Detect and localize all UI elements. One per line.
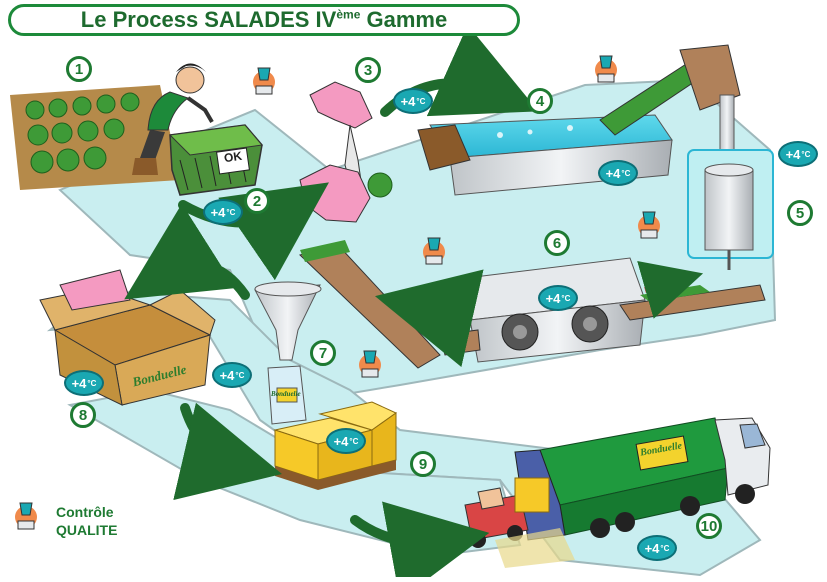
step-number-2: 2 [244,188,270,214]
temperature-badge-icon: +4°C [326,428,366,454]
quality-control-legend: Contrôle QUALITE [56,503,117,539]
title-text: Le Process SALADES IVème Gamme [81,7,447,33]
bag-brand-label: Bonduelle [271,390,301,398]
temperature-value: +4 [210,204,226,220]
packing-box [39,269,216,406]
step-number-6: 6 [544,230,570,256]
step-number-5: 5 [787,200,813,226]
flow-arrow-icon [374,269,484,368]
quality-control-icon [595,55,617,83]
title-main: Le Process SALADES IV [80,7,337,32]
temperature-badge-icon: +4°C [598,160,638,186]
step-number-1: 1 [66,56,92,82]
step-number-10: 10 [696,513,722,539]
quality-control-icon [423,237,445,265]
diagram-title: Le Process SALADES IVème Gamme [8,4,520,36]
temperature-value: +4 [785,146,801,162]
crate-ok-label: OK [223,148,243,166]
step-number-4: 4 [527,88,553,114]
temperature-unit: °C [660,543,670,553]
temperature-unit: °C [235,370,245,380]
temperature-value: +4 [400,93,416,109]
quality-control-icon [253,67,275,95]
flow-arrow-icon [350,501,490,582]
temperature-badge-icon: +4°C [203,199,243,225]
temperature-value: +4 [71,375,87,391]
legend-line-1: Contrôle [56,504,114,520]
temperature-badge-icon: +4°C [64,370,104,396]
quality-control-legend-icon [15,502,37,530]
quality-control-icon [359,350,381,378]
legend-line-2: QUALITE [56,522,118,538]
title-superscript: ème [336,7,361,22]
flow-arrow-icon [124,203,250,300]
trimming-gloves [299,81,393,223]
temperature-badge-icon: +4°C [637,535,677,561]
temperature-value: +4 [605,165,621,181]
temperature-value: +4 [219,367,235,383]
temperature-value: +4 [545,290,561,306]
temperature-badge-icon: +4°C [538,285,578,311]
flow-arrow-icon [173,402,282,501]
flow-arrows [124,24,539,582]
farmer-figure [132,63,214,175]
temperature-unit: °C [621,168,631,178]
step-number-3: 3 [355,57,381,83]
temperature-value: +4 [333,433,349,449]
temperature-badge-icon: +4°C [778,141,818,167]
temperature-unit: °C [416,96,426,106]
quality-control-icons [15,55,660,530]
temperature-unit: °C [801,149,811,159]
quality-control-icon [638,211,660,239]
forklift [464,477,575,568]
temperature-unit: °C [349,436,359,446]
step-number-9: 9 [410,451,436,477]
temperature-badge-icon: +4°C [393,88,433,114]
temperature-badge-icon: +4°C [212,362,252,388]
temperature-unit: °C [87,378,97,388]
temperature-unit: °C [226,207,236,217]
elevator-conveyor [599,44,741,156]
temperature-value: +4 [644,540,660,556]
temperature-unit: °C [561,293,571,303]
salad-crate [168,124,263,196]
step-number-7: 7 [310,340,336,366]
spin-dryer [687,149,774,270]
product-direction-icon [637,261,704,319]
step-number-8: 8 [70,402,96,428]
title-tail: Gamme [360,7,448,32]
